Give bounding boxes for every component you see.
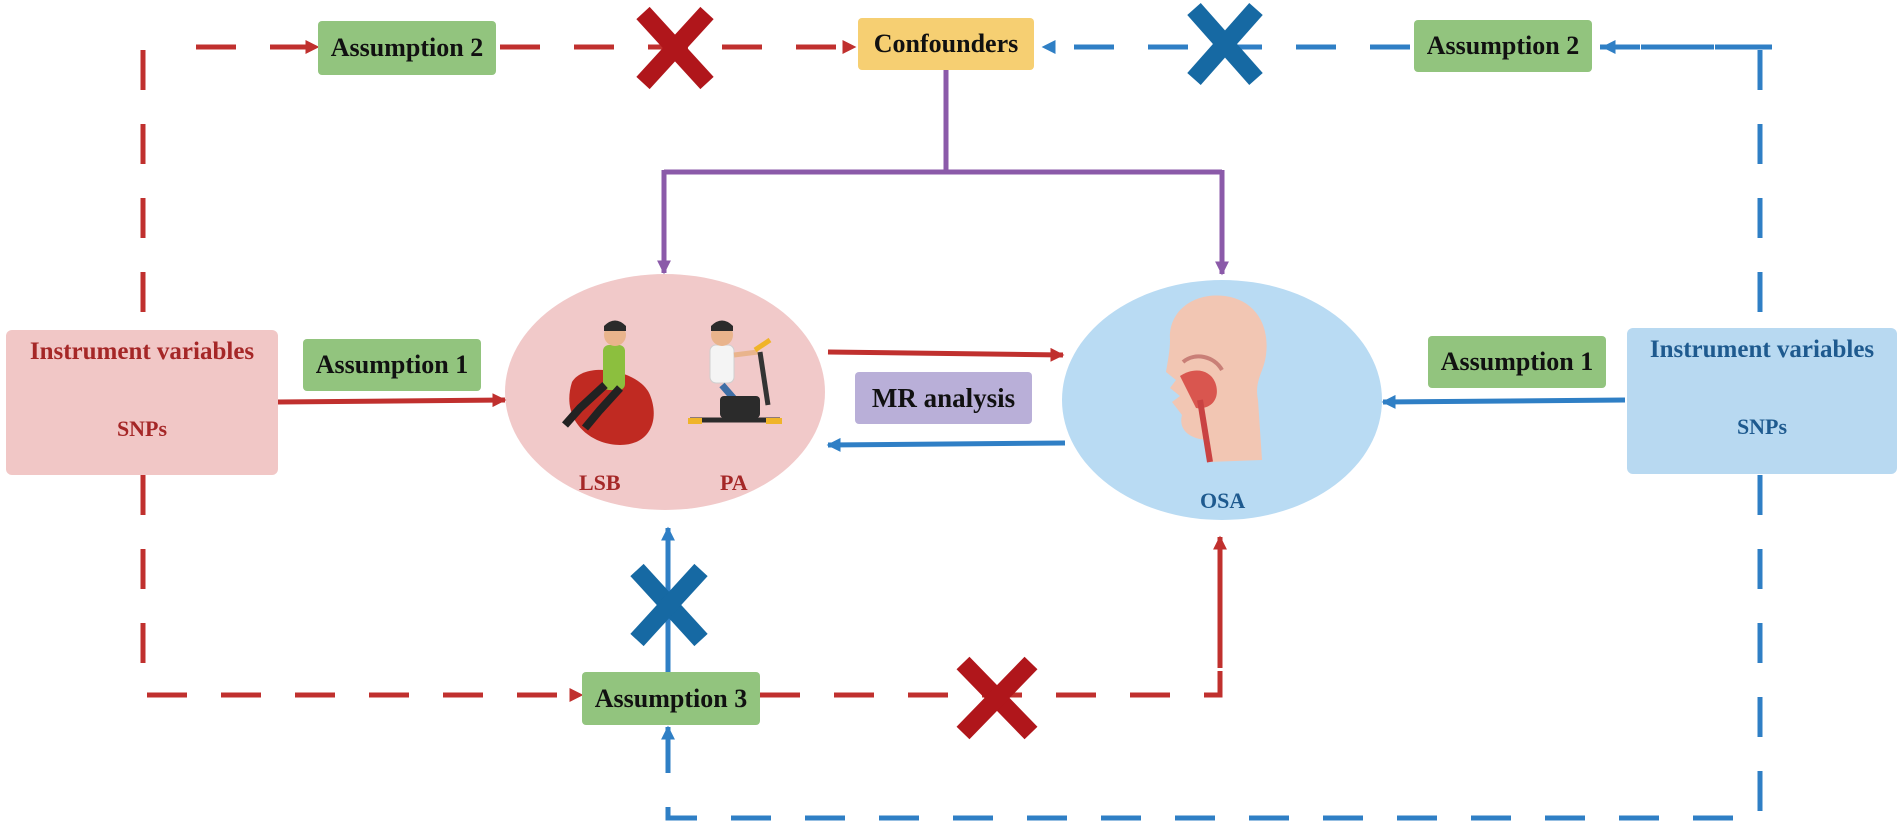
cross-blue-icon <box>1187 3 1263 85</box>
red-solid-arrows <box>277 347 1227 668</box>
assumption-3-box: Assumption 3 <box>582 672 760 725</box>
assumption-1-left-box: Assumption 1 <box>303 339 481 391</box>
person-beanbag-icon <box>562 320 654 445</box>
exercise-bike-icon <box>688 320 782 424</box>
confounders-box: Confounders <box>858 18 1034 70</box>
cross-blue-icon <box>630 563 708 647</box>
assumption-2-left-box: Assumption 2 <box>318 21 496 75</box>
instrument-variables-label: Instrument variables <box>1649 336 1875 363</box>
instrument-variables-left: Instrument variables SNPs <box>6 330 278 475</box>
assumption-1-right-box: Assumption 1 <box>1428 336 1606 388</box>
mr-analysis-box: MR analysis <box>855 372 1032 424</box>
pa-label: PA <box>720 470 748 495</box>
lsb-label: LSB <box>579 470 621 495</box>
instrument-variables-label: Instrument variables <box>29 338 255 365</box>
cross-red-icon <box>636 6 714 90</box>
assumption-2-right-box: Assumption 2 <box>1414 20 1592 72</box>
exposure-ellipse <box>505 274 825 510</box>
instrument-variables-right: Instrument variables SNPs <box>1627 328 1897 474</box>
osa-label: OSA <box>1200 488 1246 513</box>
cross-red-icon <box>956 656 1038 740</box>
snps-label: SNPs <box>1736 414 1788 439</box>
snps-label: SNPs <box>116 416 168 441</box>
head-airway-icon <box>1166 295 1267 463</box>
confounder-lines <box>657 68 1229 276</box>
